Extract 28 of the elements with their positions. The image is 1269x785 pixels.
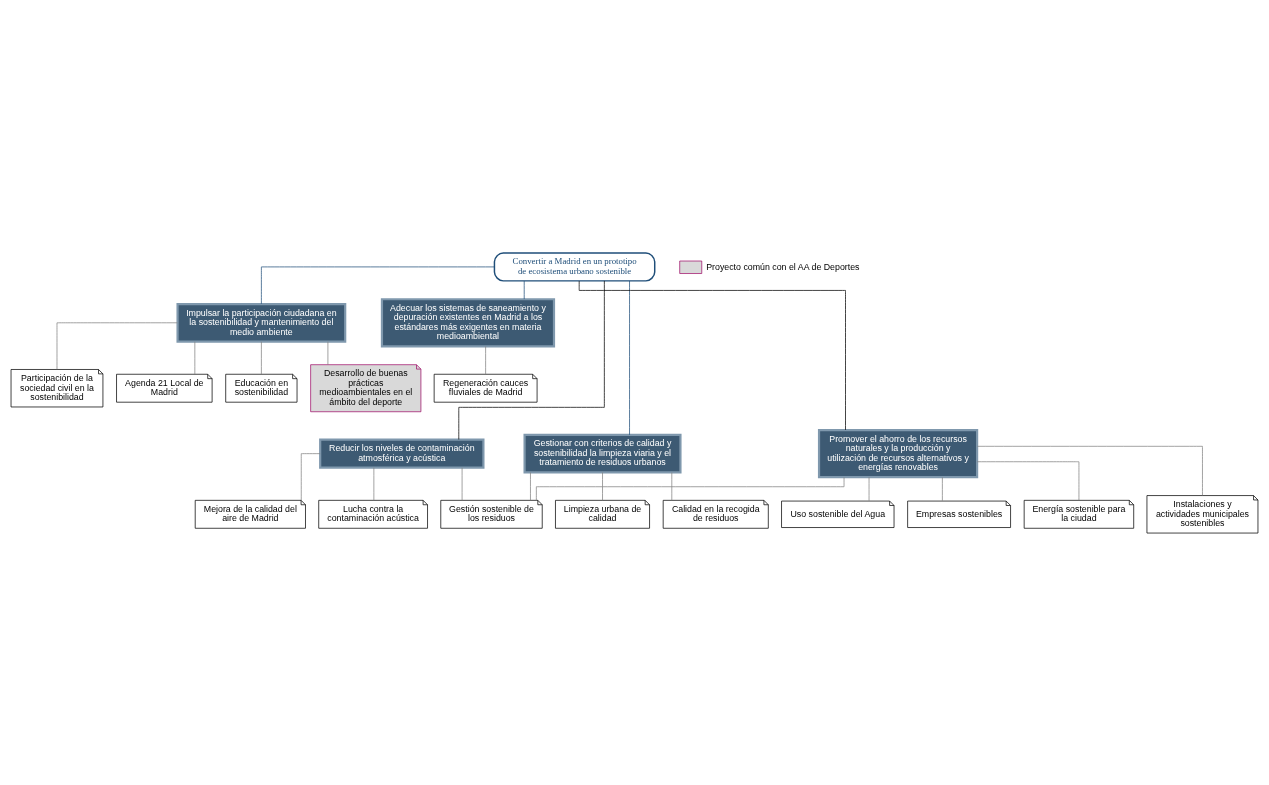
connector xyxy=(578,280,846,430)
connector xyxy=(536,476,845,501)
connector xyxy=(629,280,630,435)
node-box: Impulsar la participación ciudadana en la sostenibilidad y mantenimiento del medio ambiente xyxy=(176,302,347,343)
connector xyxy=(261,340,262,374)
connector xyxy=(461,466,463,501)
connector xyxy=(327,340,329,365)
connector xyxy=(300,452,321,501)
connector xyxy=(485,345,486,375)
connector xyxy=(56,321,178,370)
node-box: Convertir a Madrid en un prototipo de ecosistema urbano sostenible xyxy=(493,251,656,282)
connector xyxy=(523,280,525,299)
connector xyxy=(942,476,943,501)
connector xyxy=(530,471,531,501)
connector xyxy=(602,471,603,501)
connector xyxy=(261,266,495,304)
node-box: Gestionar con criterios de calidad y sostenibilidad la limpieza viaria y el tratamiento de residuos urbanos xyxy=(523,433,682,473)
connector xyxy=(458,280,605,440)
node-box: Promover el ahorro de los recursos naturales y la producción y utilización de recursos alternativos y energías renovables xyxy=(817,428,979,478)
node-box: Reducir los niveles de contaminación atmosférica y acústica xyxy=(319,438,485,469)
legend-label: Proyecto común con el AA de Deportes xyxy=(706,261,860,272)
connector xyxy=(373,466,375,501)
connector xyxy=(194,340,196,374)
node-box: Adecuar los sistemas de saneamiento y depuración existentes en Madrid a los estándares más exigentes en materia medioambiental xyxy=(380,297,556,347)
connector xyxy=(976,460,1080,501)
connector xyxy=(671,471,673,501)
connector xyxy=(868,476,870,501)
connector xyxy=(976,445,1203,496)
